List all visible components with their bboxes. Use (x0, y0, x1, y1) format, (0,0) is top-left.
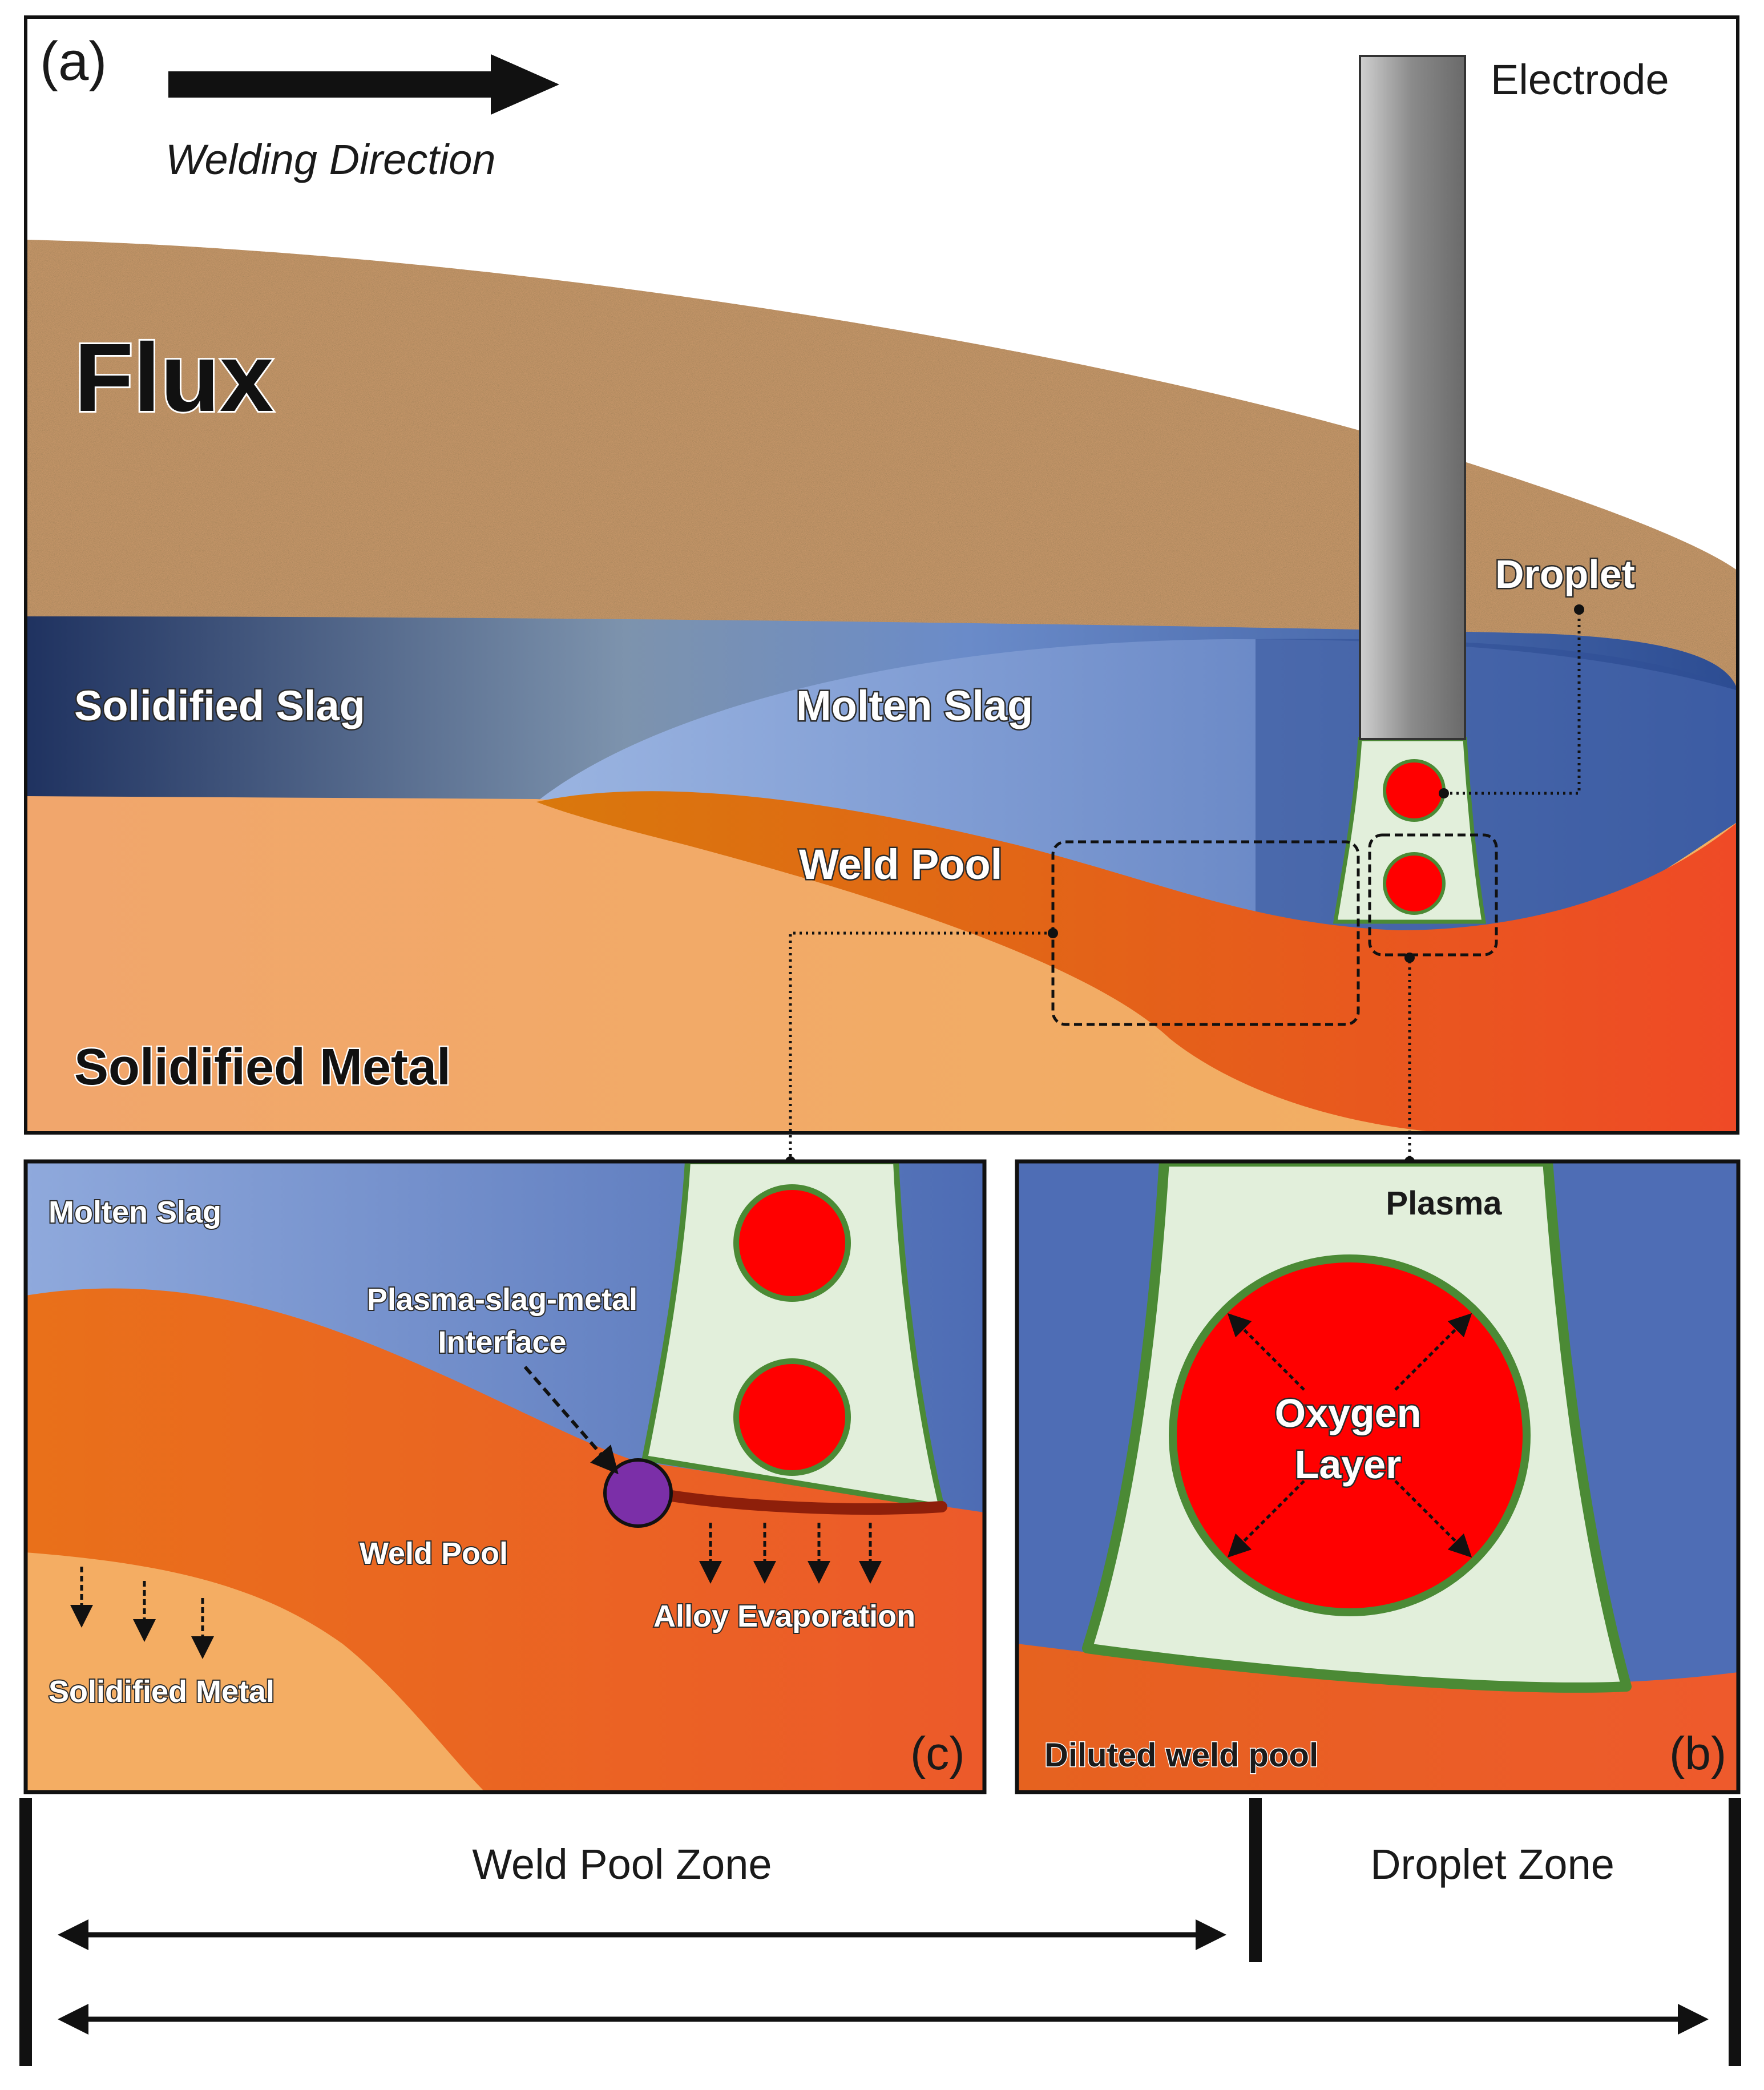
droplet-leader-line (1444, 610, 1581, 795)
solidified-slag-label: Solidified Slag (74, 682, 365, 729)
interface-line (662, 1490, 947, 1515)
welding-direction-label: Welding Direction (165, 136, 496, 183)
interface-label-line1: Plasma-slag-metal (367, 1282, 637, 1317)
droplet-upper-c (733, 1184, 851, 1302)
panel-a-tag: (a) (40, 31, 107, 92)
droplet-upper-a (1383, 759, 1446, 822)
interface-dot (603, 1458, 673, 1528)
panel-b: Plasma Oxygen Layer Diluted weld pool (b… (1015, 1159, 1741, 1794)
interface-label-line2: Interface (438, 1325, 566, 1359)
panel-c-solidified-metal (26, 1552, 485, 1792)
panel-b-tag: (b) (1669, 1728, 1726, 1780)
solidified-metal-label-c: Solidified Metal (49, 1675, 275, 1709)
oxygen-arrow-sw (1227, 1480, 1305, 1558)
zoom-box-b (1368, 833, 1498, 957)
interface-pointer-arrow (523, 1366, 619, 1475)
solidified-metal-label-a: Solidified Metal (74, 1039, 451, 1096)
zoom-leader-b-dot-a (1404, 953, 1415, 963)
weld-pool-zone-label: Weld Pool Zone (472, 1841, 772, 1888)
weld-pool-label-a: Weld Pool (799, 841, 1002, 888)
oxygen-arrows (1227, 1313, 1472, 1558)
droplet-label: Droplet (1495, 552, 1635, 596)
flux-label: Flux (74, 324, 273, 432)
oxygen-arrow-se (1394, 1480, 1472, 1558)
electrode-label: Electrode (1491, 56, 1669, 103)
zones: Weld Pool Zone Droplet Zone (19, 1798, 1741, 2066)
panel-c: Molten Slag Plasma-slag-metal Interface … (23, 1159, 987, 1794)
oxygen-label-line1: Oxygen (1275, 1391, 1422, 1435)
evaporation-arrows (699, 1523, 882, 1584)
droplet-leader-dot-a (1439, 788, 1449, 798)
oxygen-arrow-nw (1227, 1313, 1305, 1391)
diluted-weld-pool-label: Diluted weld pool (1044, 1737, 1318, 1774)
welding-direction-arrow (168, 54, 559, 115)
droplet-zone-label: Droplet Zone (1370, 1841, 1614, 1888)
panel-b-weld-pool (1017, 1644, 1738, 1792)
zoom-leader-c (789, 931, 1053, 1161)
panel-b-frame (1015, 1159, 1741, 1794)
molten-slag-label-a: Molten Slag (796, 682, 1033, 729)
droplet-lower-a (1383, 852, 1446, 915)
droplet-b (1169, 1254, 1531, 1616)
plasma-label: Plasma (1386, 1185, 1502, 1222)
panel-a-frame (24, 15, 1739, 1135)
molten-slag-label-c: Molten Slag (49, 1195, 221, 1229)
electrode-rod (1359, 55, 1466, 740)
solidification-arrows (70, 1567, 214, 1659)
panel-a: (a) Welding Direction Electrode Flux Dro… (24, 15, 1739, 1135)
plasma-cavity-a (1333, 737, 1487, 924)
zoom-leader-c-dot-a (1048, 928, 1058, 938)
panel-c-tag: (c) (910, 1728, 965, 1780)
weld-pool-region (536, 791, 1738, 1133)
droplet-leader-dot-b (1574, 604, 1584, 615)
alloy-evaporation-label: Alloy Evaporation (653, 1599, 915, 1633)
droplet-lower-c (733, 1358, 851, 1476)
panel-c-frame (23, 1159, 987, 1794)
oxygen-label-line2: Layer (1295, 1442, 1402, 1487)
weld-pool-label-c: Weld Pool (360, 1536, 508, 1571)
oxygen-arrow-ne (1394, 1313, 1472, 1391)
